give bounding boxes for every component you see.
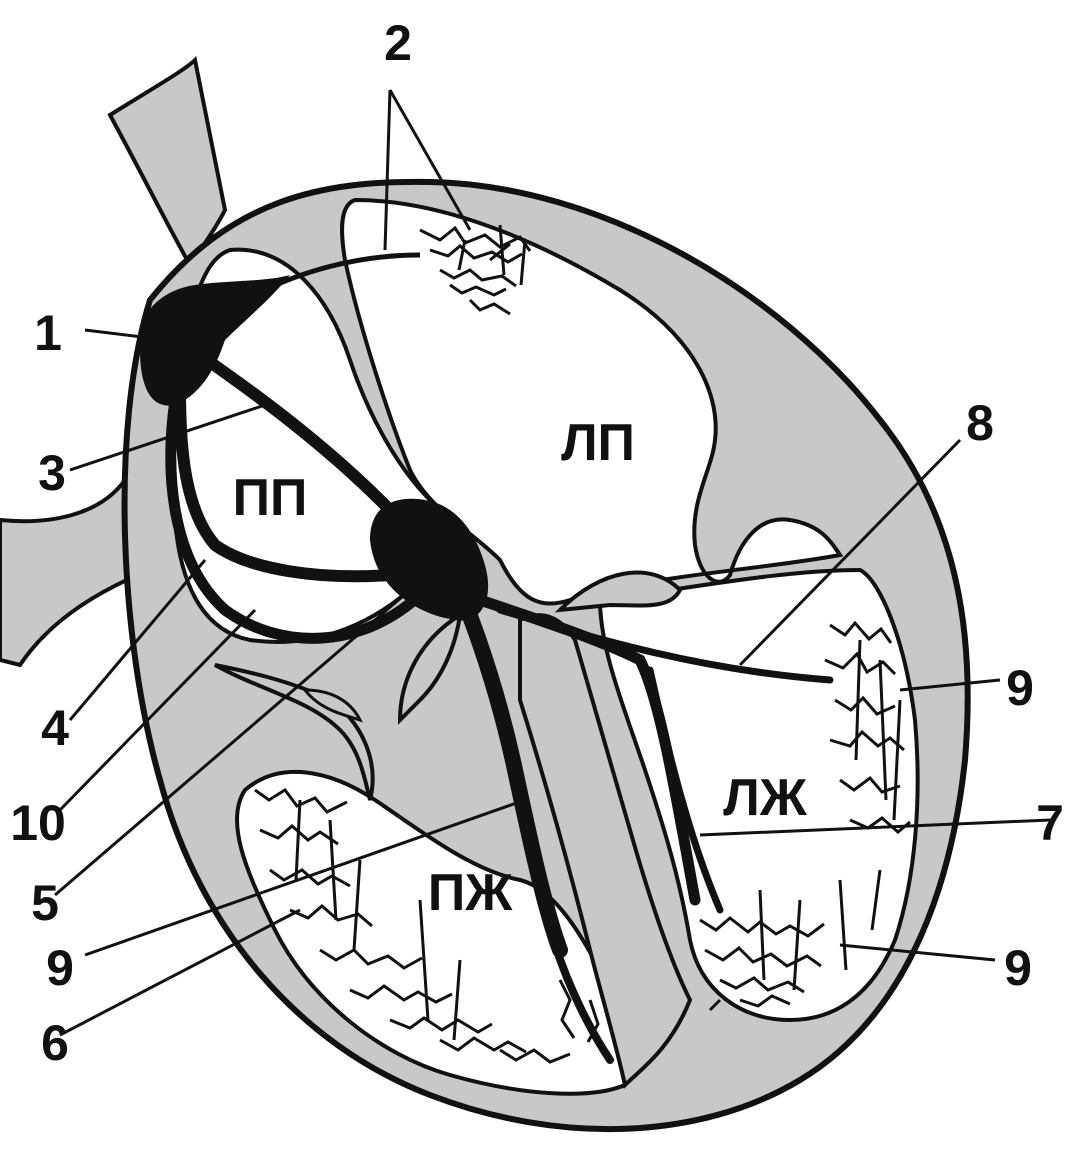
label-right-ventricle: ПЖ bbox=[428, 864, 513, 922]
label-10: 10 bbox=[10, 795, 66, 851]
label-8: 8 bbox=[966, 395, 994, 451]
label-9-left: 9 bbox=[46, 940, 74, 996]
label-9-bottom: 9 bbox=[1004, 940, 1032, 996]
label-left-ventricle: ЛЖ bbox=[723, 769, 807, 827]
label-3: 3 bbox=[38, 445, 66, 501]
label-7: 7 bbox=[1036, 795, 1064, 851]
label-9-top: 9 bbox=[1006, 660, 1034, 716]
label-2: 2 bbox=[384, 15, 412, 71]
label-4: 4 bbox=[41, 700, 69, 756]
label-5: 5 bbox=[31, 875, 59, 931]
label-6: 6 bbox=[41, 1015, 69, 1071]
label-right-atrium: ПП bbox=[233, 469, 308, 527]
label-left-atrium: ЛП bbox=[561, 414, 635, 472]
label-1: 1 bbox=[34, 305, 62, 361]
superior-vena-cava bbox=[110, 60, 225, 265]
